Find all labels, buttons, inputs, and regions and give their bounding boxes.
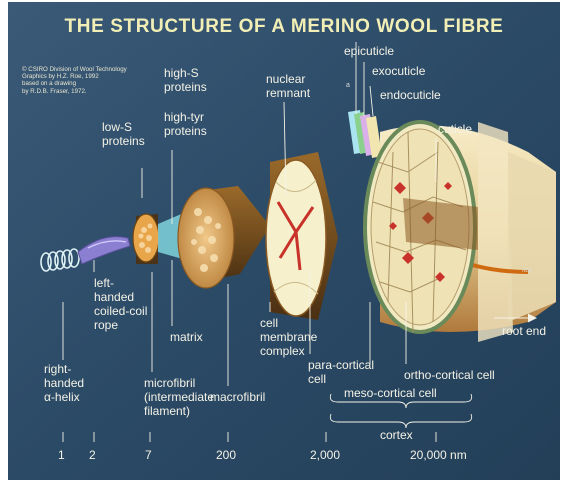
label-low-s-proteins: low-S proteins — [102, 120, 145, 148]
label-ortho-cortical-cell: ortho-cortical cell — [404, 368, 495, 382]
diagram-slide: THE STRUCTURE OF A MERINO WOOL FIBRE © C… — [8, 2, 560, 480]
scale-tick-label: 1 — [58, 448, 65, 462]
scale-tick-label: 2,000 — [310, 448, 340, 462]
label-cortex: cortex — [380, 428, 413, 442]
label-alpha-helix: right- handed α-helix — [44, 362, 84, 404]
label-matrix: matrix — [170, 330, 203, 344]
label-cell-membrane-complex: cell membrane complex — [260, 316, 317, 358]
label-scale-mark: NZR — [522, 268, 532, 274]
label-endocuticle: endocuticle — [380, 88, 441, 102]
microfibril-bundle — [133, 214, 159, 264]
label-a-mark: a — [346, 82, 350, 89]
label-microfibril: microfibril (intermediate filament) — [144, 376, 214, 418]
label-epicuticle: epicuticle — [344, 44, 394, 58]
label-macrofibril: macrofibril — [210, 390, 265, 404]
scale-tick-label: 20,000 nm — [410, 448, 467, 462]
scale-tick-label: 7 — [145, 448, 152, 462]
label-high-s-proteins: high-S proteins — [164, 66, 207, 94]
scale-tick-label: 2 — [89, 448, 96, 462]
label-exocuticle: exocuticle — [372, 64, 425, 78]
label-high-tyr-proteins: high-tyr proteins — [164, 110, 207, 138]
label-root-end: root end — [502, 324, 546, 338]
fibre-cross-section — [365, 122, 478, 332]
credit-note: © CSIRO Division of Wool Technology Grap… — [22, 66, 132, 95]
label-para-cortical-cell: para-cortical cell — [308, 358, 374, 386]
diagram-title: THE STRUCTURE OF A MERINO WOOL FIBRE — [8, 16, 560, 38]
scale-tick-label: 200 — [216, 448, 236, 462]
label-nuclear-remnant: nuclear remnant — [266, 72, 310, 100]
label-coiled-coil-rope: left- handed coiled-coil rope — [94, 276, 147, 332]
label-cuticle: cuticle — [438, 122, 472, 136]
label-meso-cortical-cell: meso-cortical cell — [344, 386, 437, 400]
